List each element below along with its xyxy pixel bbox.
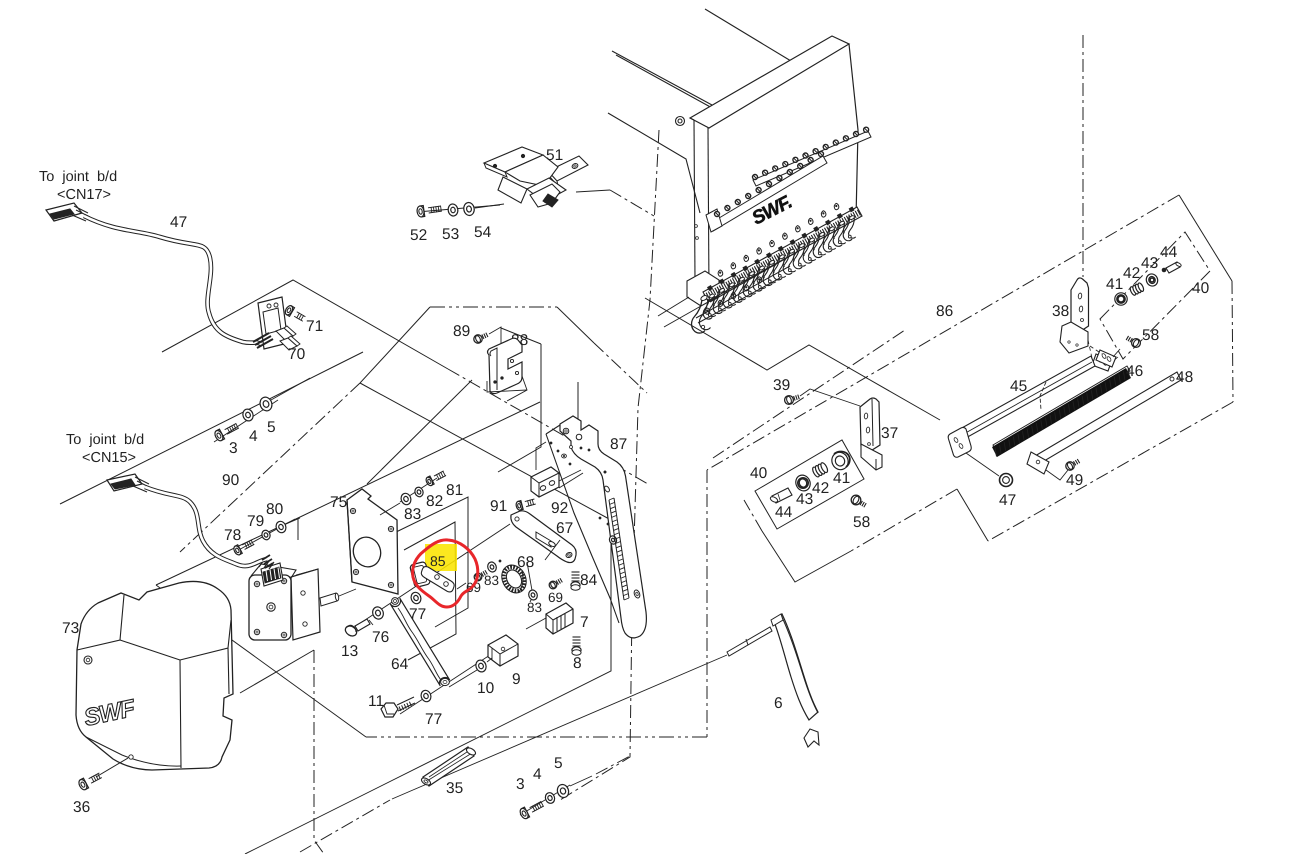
svg-text:To joint b/d: To joint b/d: [66, 432, 144, 448]
svg-text:4: 4: [533, 766, 542, 783]
svg-text:9: 9: [512, 671, 521, 688]
svg-text:89: 89: [453, 323, 470, 340]
svg-text:67: 67: [556, 520, 573, 537]
svg-text:78: 78: [224, 527, 241, 544]
svg-text:86: 86: [936, 303, 953, 320]
svg-text:82: 82: [426, 493, 443, 510]
svg-text:13: 13: [341, 643, 358, 660]
svg-text:83: 83: [527, 600, 542, 615]
svg-text:69: 69: [548, 590, 563, 605]
svg-text:77: 77: [409, 606, 426, 623]
svg-text:45: 45: [1010, 378, 1027, 395]
svg-text:46: 46: [1126, 363, 1143, 380]
svg-text:10: 10: [477, 680, 495, 697]
svg-text:81: 81: [446, 482, 463, 499]
svg-text:47: 47: [170, 214, 187, 231]
svg-text:41: 41: [1106, 276, 1123, 293]
svg-text:39: 39: [773, 377, 790, 394]
svg-text:36: 36: [73, 799, 90, 816]
svg-text:76: 76: [372, 629, 389, 646]
svg-text:3: 3: [229, 440, 238, 457]
svg-text:43: 43: [1141, 255, 1158, 272]
svg-text:87: 87: [610, 436, 627, 453]
svg-text:5: 5: [554, 755, 563, 772]
svg-text:51: 51: [546, 147, 563, 164]
svg-text:68: 68: [517, 554, 534, 571]
svg-text:83: 83: [484, 573, 499, 588]
svg-text:58: 58: [1142, 327, 1159, 344]
svg-text:43: 43: [796, 491, 813, 508]
svg-text:3: 3: [516, 776, 525, 793]
svg-text:To joint b/d: To joint b/d: [39, 169, 117, 185]
svg-text:40: 40: [1192, 280, 1210, 297]
svg-text:11: 11: [368, 693, 384, 710]
svg-text:42: 42: [812, 480, 829, 497]
svg-text:7: 7: [580, 614, 589, 631]
svg-text:80: 80: [266, 501, 284, 518]
svg-text:77: 77: [425, 711, 442, 728]
svg-text:4: 4: [249, 428, 258, 445]
svg-text:84: 84: [580, 572, 598, 589]
svg-text:75: 75: [330, 494, 347, 511]
svg-text:<CN15>: <CN15>: [82, 450, 136, 466]
svg-text:92: 92: [551, 500, 568, 517]
svg-text:71: 71: [306, 318, 323, 335]
svg-text:52: 52: [410, 227, 427, 244]
svg-text:48: 48: [1176, 369, 1193, 386]
svg-text:58: 58: [853, 514, 870, 531]
svg-text:35: 35: [446, 780, 463, 797]
svg-text:54: 54: [474, 224, 492, 241]
svg-text:8: 8: [573, 655, 582, 672]
svg-text:6: 6: [774, 695, 783, 712]
svg-text:5: 5: [267, 419, 276, 436]
svg-text:44: 44: [775, 504, 793, 521]
svg-text:90: 90: [222, 472, 240, 489]
svg-text:70: 70: [288, 346, 306, 363]
svg-text:40: 40: [750, 465, 768, 482]
svg-text:79: 79: [247, 513, 264, 530]
svg-text:64: 64: [391, 656, 409, 673]
svg-text:42: 42: [1123, 265, 1140, 282]
svg-text:91: 91: [490, 498, 507, 515]
svg-text:<CN17>: <CN17>: [57, 187, 111, 203]
svg-text:47: 47: [999, 492, 1016, 509]
svg-text:73: 73: [62, 620, 79, 637]
svg-text:44: 44: [1160, 244, 1178, 261]
svg-text:85: 85: [430, 553, 446, 569]
svg-text:49: 49: [1066, 472, 1083, 489]
svg-text:53: 53: [442, 226, 459, 243]
svg-text:38: 38: [1052, 303, 1069, 320]
svg-text:83: 83: [404, 506, 421, 523]
svg-text:41: 41: [833, 470, 850, 487]
svg-text:37: 37: [881, 425, 898, 442]
